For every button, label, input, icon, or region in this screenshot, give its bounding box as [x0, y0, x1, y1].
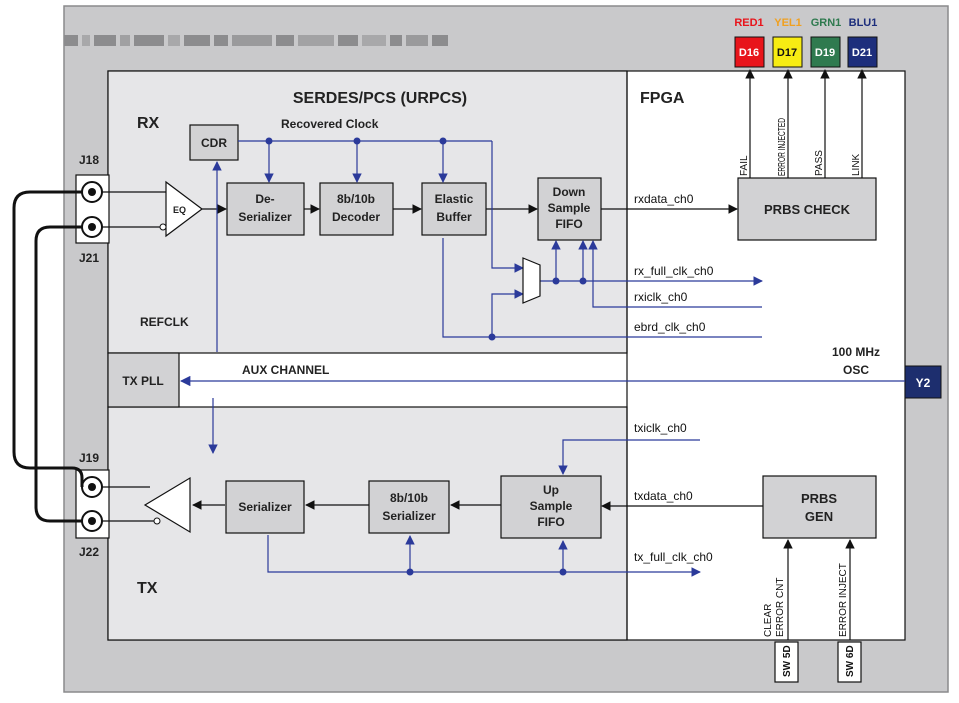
serializer-block	[225, 480, 305, 534]
osc-freq-label: 100 MHz	[832, 345, 880, 359]
txdata-label: txdata_ch0	[634, 489, 693, 503]
tx-driver	[143, 476, 191, 534]
led-d19-ref: D19	[815, 47, 835, 59]
j19-label: J19	[79, 451, 99, 465]
prbs-gen-label-2: GEN	[805, 509, 833, 524]
serializer-8b10b-label-1: 8b/10b	[390, 491, 428, 505]
up-sample-fifo-block	[500, 475, 602, 539]
refclk-label: REFCLK	[140, 315, 189, 329]
aux-channel-label: AUX CHANNEL	[242, 363, 329, 377]
elastic-buffer-label-1: Elastic	[435, 192, 474, 206]
led-d17-ref: D17	[777, 47, 797, 59]
sw5d-label-1: CLEAR	[763, 604, 774, 637]
sw6d-ref: SW 6D	[845, 645, 856, 677]
prbs-pass-label: PASS	[814, 150, 825, 176]
down-sample-fifo-label-1: Down	[553, 185, 586, 199]
deserializer-block	[226, 182, 305, 236]
prbs-link-label: LINK	[851, 153, 862, 176]
down-sample-fifo-label-2: Sample	[548, 201, 591, 215]
led-d17	[772, 36, 803, 68]
up-sample-fifo-label-1: Up	[543, 483, 559, 497]
ebrd-clk-label: ebrd_clk_ch0	[634, 320, 706, 334]
prbs-fail-label: FAIL	[739, 155, 750, 176]
led-blu1-name: BLU1	[849, 17, 878, 29]
led-d16	[734, 36, 765, 68]
eq-label: EQ	[173, 205, 186, 215]
decoder-label-2: Decoder	[332, 210, 380, 224]
rx-title: RX	[137, 115, 160, 132]
serdes-title: SERDES/PCS (URPCS)	[293, 90, 467, 107]
j22-label: J22	[79, 545, 99, 559]
elastic-buffer-block	[421, 182, 487, 236]
led-yel1-name: YEL1	[774, 17, 802, 29]
rxdata-label: rxdata_ch0	[634, 192, 694, 206]
osc-ref-label: Y2	[916, 376, 931, 390]
prbs-check-block	[737, 177, 877, 241]
recovered-clock-label: Recovered Clock	[281, 117, 379, 131]
eq-amplifier	[165, 180, 203, 238]
fpga-title: FPGA	[640, 90, 685, 107]
rxiclk-label: rxiclk_ch0	[634, 290, 688, 304]
osc-label: OSC	[843, 363, 869, 377]
decoder-label-1: 8b/10b	[337, 192, 375, 206]
up-sample-fifo-label-2: Sample	[530, 499, 573, 513]
cdr-block	[189, 124, 239, 161]
j21-label: J21	[79, 251, 99, 265]
sw5d-ref: SW 5D	[782, 645, 793, 677]
deserializer-label-1: De-	[255, 192, 274, 206]
connector-j18-j21	[75, 174, 110, 244]
led-d19	[810, 36, 841, 68]
led-d16-ref: D16	[739, 47, 759, 59]
txiclk-label: txiclk_ch0	[634, 421, 687, 435]
tx-pll-label: TX PLL	[122, 374, 163, 388]
led-d21	[847, 36, 878, 68]
osc-y2	[904, 365, 942, 399]
led-red1-name: RED1	[734, 17, 763, 29]
deserializer-label-2: Serializer	[238, 210, 292, 224]
prbs-check-label: PRBS CHECK	[764, 202, 851, 217]
clock-junction-dots	[265, 137, 587, 576]
rx-full-clk-label: rx_full_clk_ch0	[634, 264, 714, 278]
elastic-buffer-label-2: Buffer	[436, 210, 472, 224]
tx-title: TX	[137, 580, 158, 597]
recovered-clock-net	[208, 140, 763, 454]
serializer-8b10b-label-2: Serializer	[382, 509, 436, 523]
tx-full-clk-label: tx_full_clk_ch0	[634, 550, 713, 564]
prbs-gen-label-1: PRBS	[801, 491, 837, 506]
down-sample-fifo-block	[537, 177, 602, 241]
switch-sw5d	[774, 641, 799, 683]
obscured-board-header	[64, 35, 448, 46]
prbs-gen-block	[762, 475, 877, 539]
serializer-label: Serializer	[238, 500, 292, 514]
j18-label: J18	[79, 153, 99, 167]
decoder-block	[319, 182, 394, 236]
switch-sw6d	[837, 641, 862, 683]
led-grn1-name: GRN1	[811, 17, 842, 29]
prbs-error-injected-label: ERROR INJECTED	[777, 118, 788, 176]
led-d21-ref: D21	[852, 47, 872, 59]
clock-mux	[522, 257, 541, 304]
tx-pll-block	[107, 352, 180, 408]
tx-clock-net	[267, 439, 701, 577]
sw6d-label-1: ERROR INJECT	[838, 563, 849, 637]
loopback-cable-1	[12, 190, 84, 487]
serializer-8b10b-block	[368, 480, 450, 534]
cdr-label: CDR	[201, 136, 227, 150]
loopback-cable-2	[34, 225, 82, 523]
up-sample-fifo-label-3: FIFO	[537, 515, 564, 529]
led-group: RED1 YEL1 GRN1 BLU1 D16 D17 D19 D21	[734, 17, 878, 68]
down-sample-fifo-label-3: FIFO	[555, 217, 582, 231]
sw5d-label-2: ERROR CNT	[775, 578, 786, 637]
